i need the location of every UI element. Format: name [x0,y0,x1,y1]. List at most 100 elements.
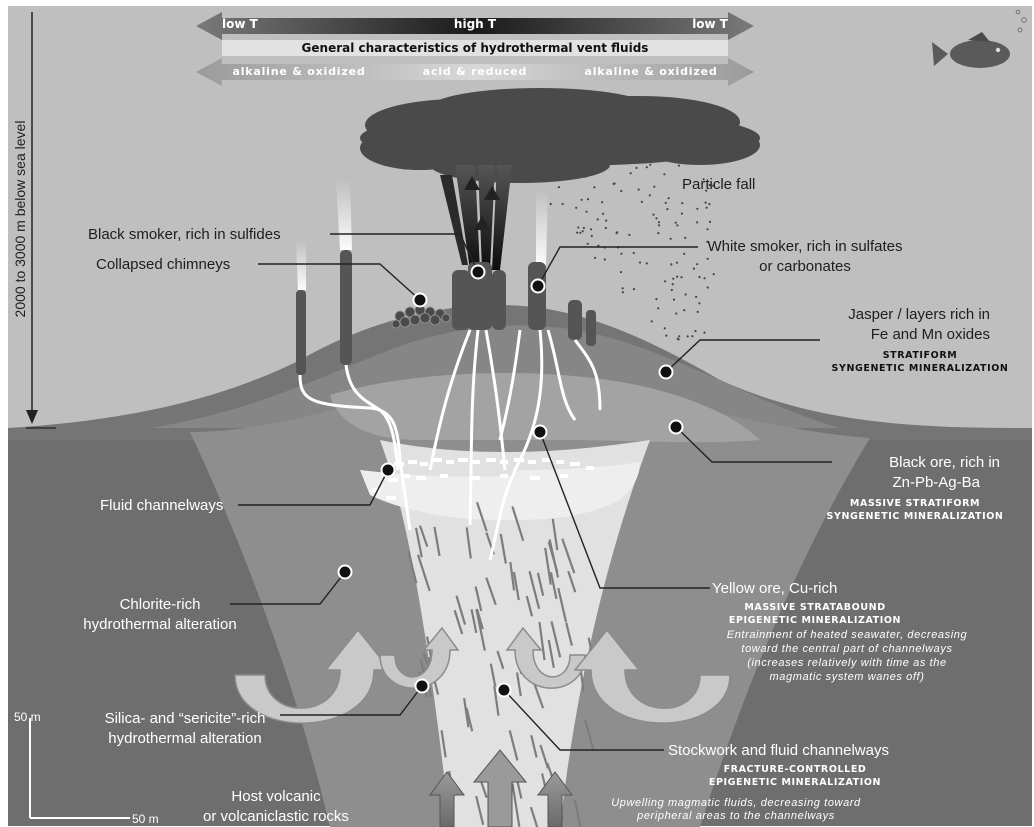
particle [605,227,607,229]
particle [678,165,680,167]
particle [671,289,673,291]
massive-stratabound-caption-1: MASSIVE STRATABOUND [700,602,930,614]
host-rock-label-2: or volcaniclastic rocks [186,808,366,826]
particle [676,224,678,226]
particle [620,271,622,273]
particle [576,232,578,234]
particle [646,166,648,168]
particle [655,217,657,219]
particle [665,202,667,204]
scale-vertical-label: 50 m [14,708,41,726]
particle [705,202,707,204]
particle [622,287,624,289]
particle [696,263,698,265]
particle [604,258,606,260]
particle [675,312,677,314]
depth-label: 2000 to 3000 m below sea level [11,89,29,349]
particle [587,243,589,245]
label-marker-dot [670,421,683,434]
particle [663,173,665,175]
particle [708,203,710,205]
particle [684,237,686,239]
yellow-ore-label: Yellow ore, Cu-rich [712,580,837,598]
particle [676,262,678,264]
header-title: General characteristics of hydrothermal … [222,41,728,55]
particle [658,224,660,226]
alkaline-left-label: alkaline & oxidized [206,65,392,78]
label-marker-dot [416,680,429,693]
particle [638,189,640,191]
particle [646,262,648,264]
particle [672,283,674,285]
label-marker-dot [472,266,485,279]
particle [613,183,615,185]
particle [575,207,577,209]
collapsed-chimneys-label: Collapsed chimneys [96,256,230,274]
white-smoker-label-1: White smoker, rich in sulfates [700,238,910,256]
particle [633,252,635,254]
silica-label-1: Silica- and “sericite”-rich [90,710,280,728]
massive-stratiform-caption-1: MASSIVE STRATIFORM [800,498,1030,510]
jasper-label-2: Fe and Mn oxides [780,326,990,344]
label-marker-dot [532,280,545,293]
particle [668,197,670,199]
particle-fall-label: Particle fall [682,176,755,194]
particle [706,207,708,209]
fracture-caption-2: EPIGENETIC MINERALIZATION [680,777,910,789]
label-marker-dot [414,294,427,307]
particle [550,203,552,205]
high-t-label: high T [440,17,510,31]
particle [698,302,700,304]
label-marker-dot [339,566,352,579]
label-marker-dot [660,366,673,379]
particle [641,201,643,203]
particle [558,186,560,188]
particle [696,221,698,223]
host-rock-label-1: Host volcanic [186,788,366,806]
particle [658,221,660,223]
label-marker-dot [498,684,511,697]
label-marker-dot [534,426,547,439]
particle [653,186,655,188]
particle [633,288,635,290]
low-t-right-label: low T [668,17,728,31]
particle [577,226,579,228]
particle [707,286,709,288]
particle [683,309,685,311]
particle [590,228,592,230]
particle [685,293,687,295]
particle [704,277,706,279]
silica-label-2: hydrothermal alteration [90,730,280,748]
particle [675,222,677,224]
entrainment-note-1: Entrainment of heated seawater, decreasi… [672,628,1022,642]
black-ore-label-1: Black ore, rich in [780,454,1000,472]
particle [601,201,603,203]
low-t-left-label: low T [222,17,282,31]
particle [670,238,672,240]
particle [696,208,698,210]
label-marker-dot [382,464,395,477]
fluid-channelways-label: Fluid channelways [100,497,223,515]
particle [628,234,630,236]
particle [591,235,593,237]
entrainment-note-2: toward the central part of channelways [672,642,1022,656]
particle [605,220,607,222]
white-smoker-label-2: or carbonates [700,258,910,276]
particle [695,296,697,298]
particle [678,335,680,337]
stratiform-caption-2: SYNGENETIC MINERALIZATION [820,363,1020,375]
particle [579,232,581,234]
acid-reduced-label: acid & reduced [400,65,550,78]
particle [676,276,678,278]
particle [649,194,651,196]
particle [709,221,711,223]
particle [620,190,622,192]
particle [657,307,659,309]
entrainment-note-3: (increases relatively with time as the [672,656,1022,670]
particle [581,199,583,201]
particle [651,320,653,322]
particle [664,280,666,282]
particle [635,167,637,169]
